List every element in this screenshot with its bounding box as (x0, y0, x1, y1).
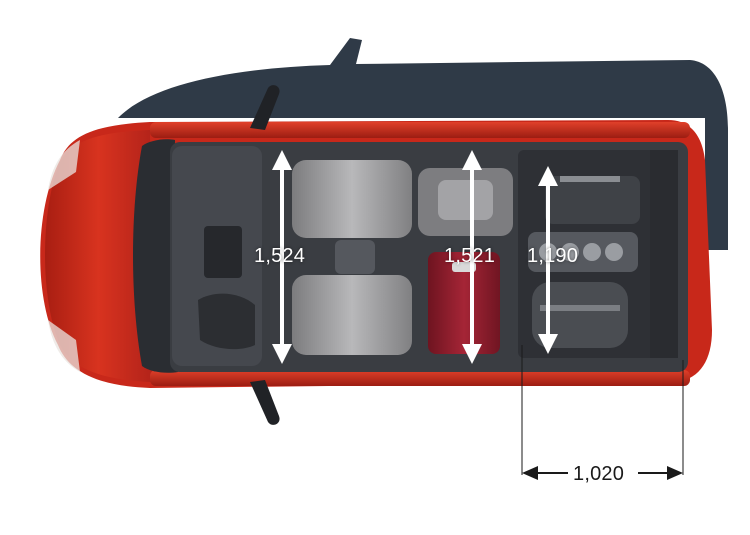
front-seat-top (292, 160, 412, 238)
rear-bag-bottom (532, 282, 628, 348)
middle-bag-handle (438, 180, 493, 220)
red-suitcase (428, 252, 500, 354)
headlight-right (48, 320, 80, 372)
arrow-width-right (638, 466, 683, 480)
arrow-rear (538, 166, 558, 354)
roof-rail-top (150, 122, 690, 138)
arrow-front (272, 150, 292, 364)
dash-screen (204, 226, 242, 278)
middle-width-label: 1,521 (444, 245, 496, 267)
rear-width-label: 1,190 (527, 245, 579, 267)
steering-wheel (198, 293, 255, 350)
rear-case-top (545, 176, 640, 224)
arrow-middle (462, 150, 482, 364)
roof-rail-bottom (150, 370, 690, 386)
car-hood (45, 130, 152, 382)
mirror-top (250, 85, 280, 130)
front-seat-bottom (292, 275, 412, 355)
center-console (335, 240, 375, 274)
rear-length-label: 1,020 (573, 463, 625, 485)
headlight-left (48, 140, 80, 190)
mirror-bottom (250, 380, 280, 425)
rear-case-top-band (560, 176, 620, 182)
windshield (133, 139, 178, 373)
front-width-label: 1,524 (254, 245, 306, 267)
arrow-width-left (522, 466, 568, 480)
rear-pillar (650, 150, 678, 358)
